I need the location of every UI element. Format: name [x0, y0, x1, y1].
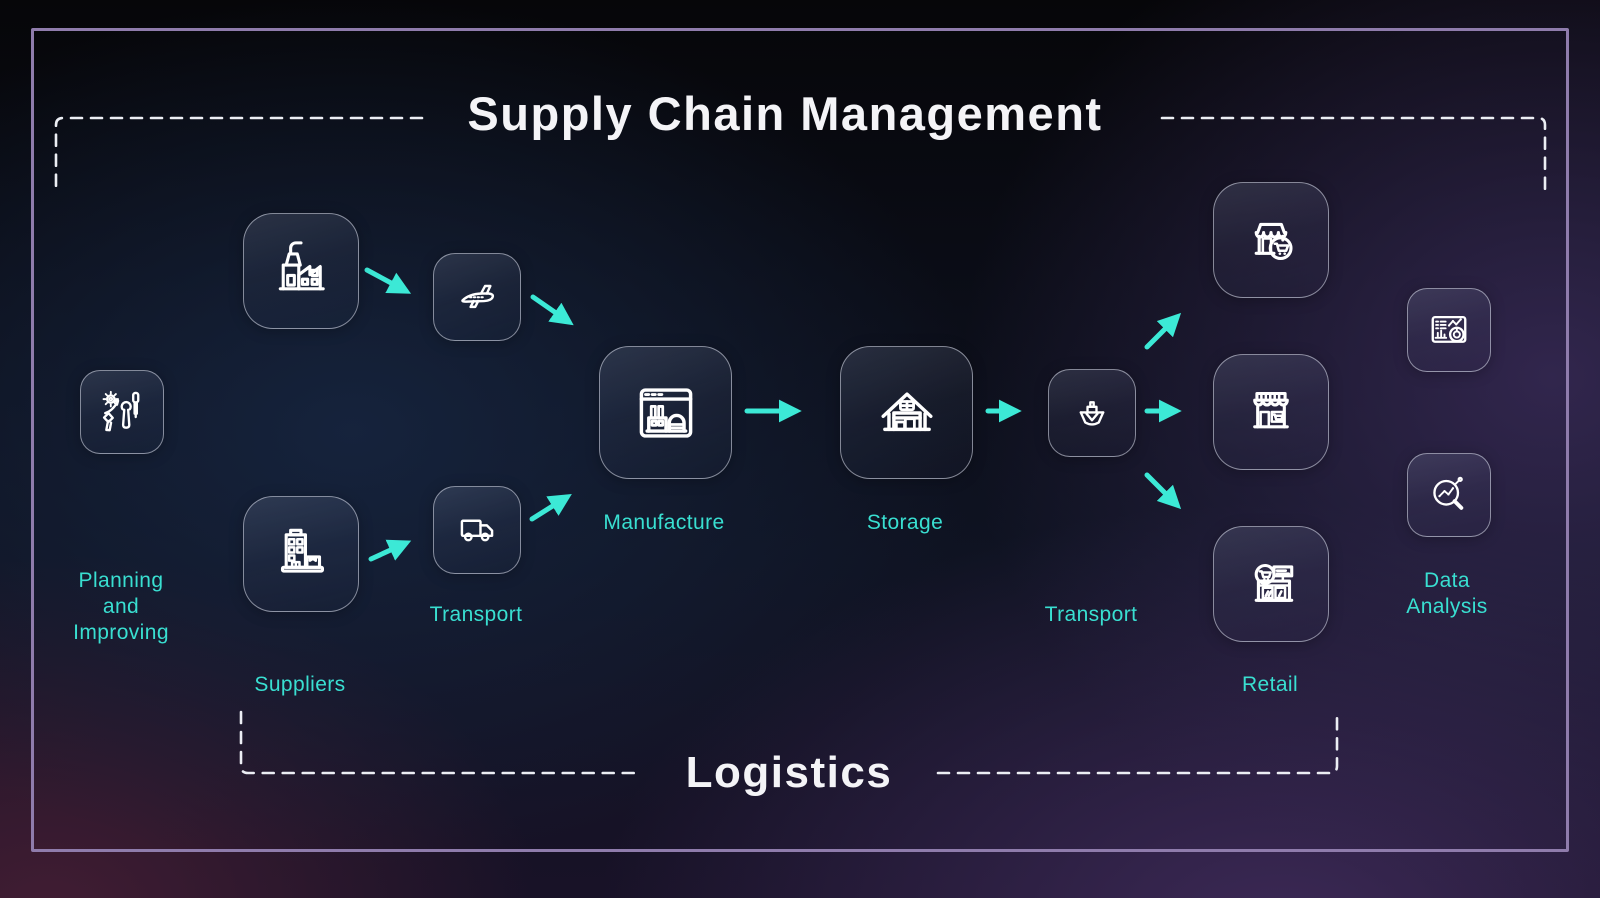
planning-label: Planning and Improving: [73, 569, 169, 644]
arrow-factory-to-plane: [364, 267, 412, 294]
delivery-truck-icon: [460, 519, 494, 542]
data-analysis-label: Data Analysis: [1406, 569, 1488, 618]
diagram-title: Supply Chain Management: [467, 87, 1103, 140]
logistics-bracket-right: [936, 710, 1339, 775]
retail-label: Retail: [1241, 673, 1299, 696]
office-building-icon: [280, 528, 325, 573]
factory-node: [243, 213, 359, 329]
factory-window-icon: [639, 387, 692, 438]
storage-label: Storage: [866, 511, 944, 534]
dashboard-analytics-icon: [1431, 315, 1467, 343]
arrow-ship-to-retail-top: [1144, 312, 1182, 350]
arrow-ship-to-retail-bottom: [1144, 472, 1182, 510]
logistics-label: Logistics: [685, 748, 893, 797]
arrow-suppliers-to-truck: [368, 539, 412, 562]
data-analysis-bottom-node: [1407, 453, 1491, 537]
logistics-bracket-left: [239, 710, 640, 775]
outer-frame: [31, 28, 1569, 852]
title-bracket-right: [1160, 116, 1547, 192]
tools-growth-icon: [102, 390, 140, 432]
title-bracket-left: [54, 116, 424, 192]
cargo-ship-icon: [1079, 401, 1105, 426]
storage-node: [840, 346, 973, 479]
retail-middle-node: [1213, 354, 1329, 470]
retail-bottom-node: [1213, 526, 1329, 642]
arrow-truck-to-manufacture: [529, 493, 572, 522]
warehouse-icon: [880, 391, 933, 431]
manufacture-label: Manufacture: [603, 511, 725, 534]
planning-node: [80, 370, 164, 454]
storefront-cart-icon: [1253, 391, 1289, 429]
suppliers-node: [243, 496, 359, 612]
ship-node: [1048, 369, 1136, 457]
factory-icon: [278, 241, 325, 291]
shop-sign-cart-icon: [1254, 563, 1294, 602]
magnifier-chart-icon: [1433, 476, 1464, 510]
transport-truck-label: Transport: [429, 603, 523, 626]
plane-node: [433, 253, 521, 341]
arrow-plane-to-manufacture: [530, 294, 574, 326]
suppliers-label: Suppliers: [254, 673, 346, 696]
airplane-icon: [461, 284, 495, 309]
transport-ship-label: Transport: [1044, 603, 1138, 626]
data-analysis-top-node: [1407, 288, 1491, 372]
retail-top-node: [1213, 182, 1329, 298]
manufacture-node: [599, 346, 732, 479]
truck-node: [433, 486, 521, 574]
store-cart-badge-icon: [1254, 222, 1293, 261]
